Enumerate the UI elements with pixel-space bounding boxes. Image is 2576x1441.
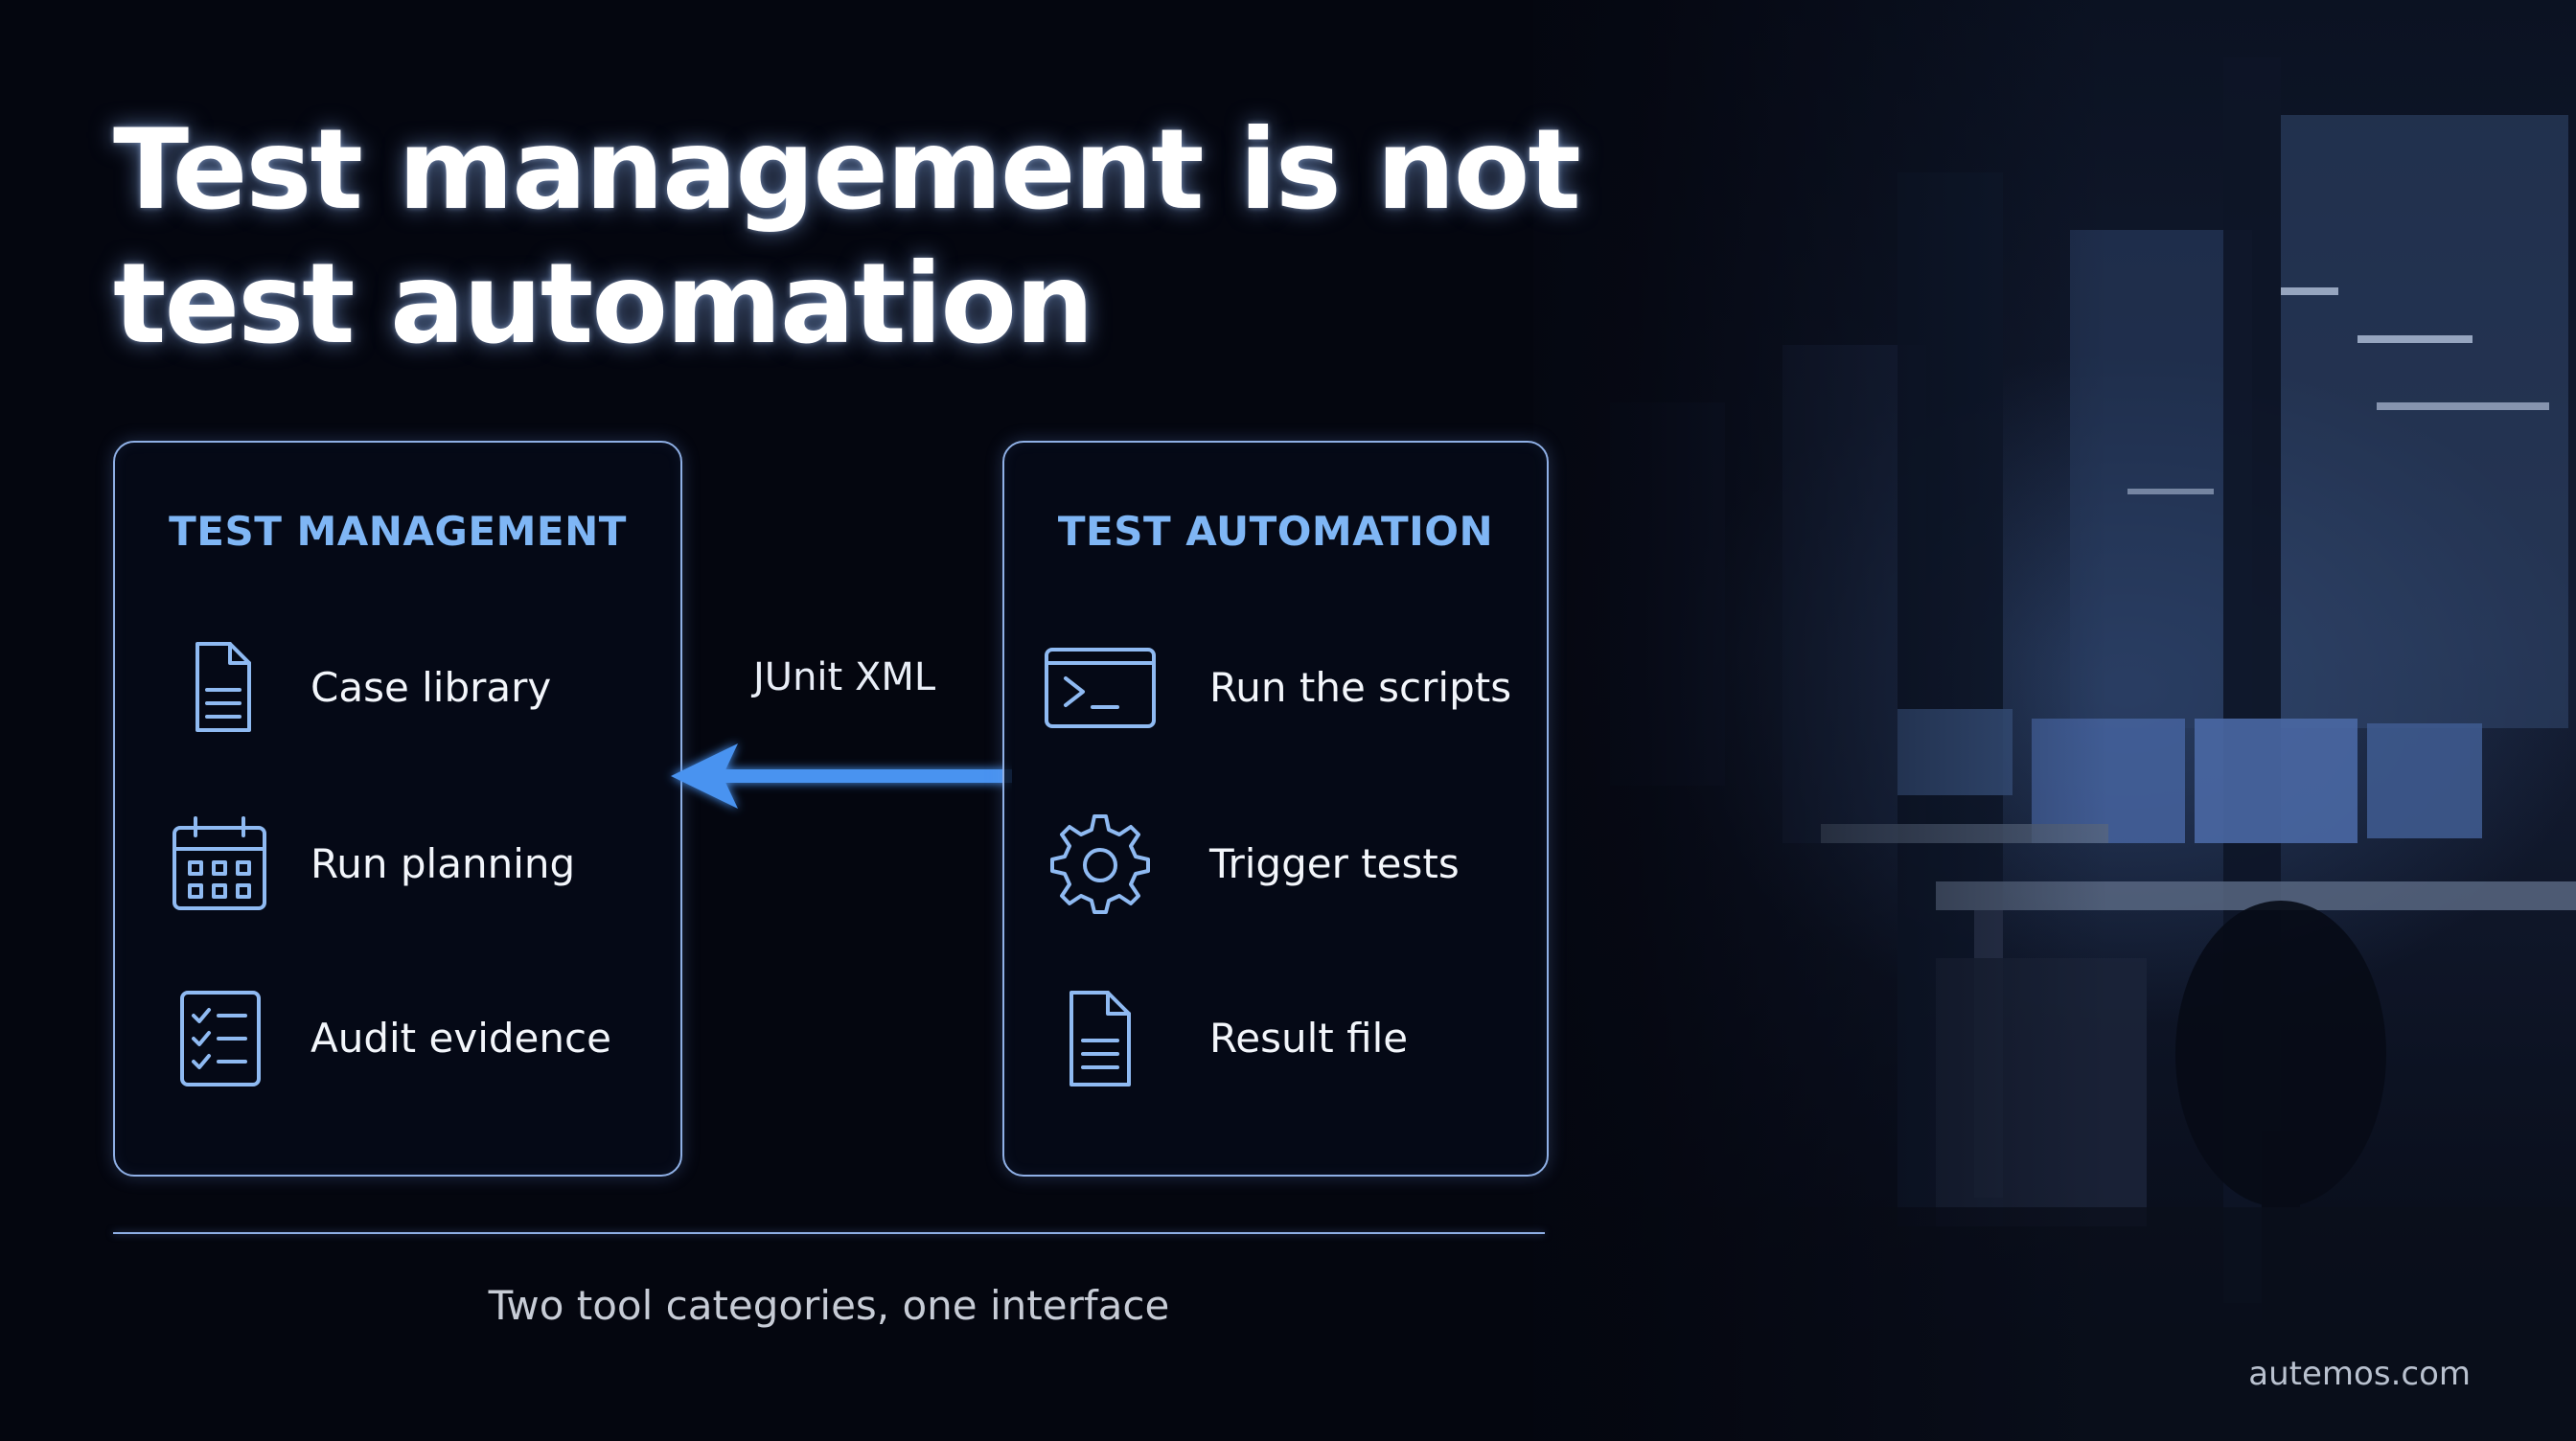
audit-evidence-label: Audit evidence xyxy=(310,1015,611,1062)
list-item-trigger-tests: Trigger tests xyxy=(1004,807,1547,922)
list-item-result-file: Result file xyxy=(1004,981,1547,1096)
title-line-1: Test management is not xyxy=(113,105,1581,235)
result-file-label: Result file xyxy=(1209,1015,1409,1062)
title-line-2: test automation xyxy=(113,240,1094,369)
document-icon xyxy=(161,630,276,745)
checklist-icon xyxy=(161,981,276,1096)
run-the-scripts-label: Run the scripts xyxy=(1209,664,1512,711)
test-management-panel: TEST MANAGEMENT Case library xyxy=(113,441,682,1177)
caption: Two tool categories, one interface xyxy=(488,1282,1170,1329)
junit-xml-label: JUnit XML xyxy=(753,655,936,699)
calendar-icon xyxy=(161,807,276,922)
run-planning-label: Run planning xyxy=(310,840,576,887)
office-background-photo xyxy=(1533,0,2576,1441)
junit-xml-arrow xyxy=(671,743,1012,809)
test-automation-panel: TEST AUTOMATION Run the scripts Trigger … xyxy=(1002,441,1549,1177)
list-item-run-the-scripts: Run the scripts xyxy=(1004,630,1547,745)
test-automation-heading: TEST AUTOMATION xyxy=(1057,508,1494,555)
case-library-label: Case library xyxy=(310,664,552,711)
trigger-tests-label: Trigger tests xyxy=(1209,840,1460,887)
brand-link[interactable]: autemos.com xyxy=(2248,1355,2471,1393)
list-item-case-library: Case library xyxy=(115,630,680,745)
result-document-icon xyxy=(1043,981,1158,1096)
gear-icon xyxy=(1043,807,1158,922)
terminal-icon xyxy=(1043,630,1158,745)
divider xyxy=(113,1232,1545,1234)
list-item-audit-evidence: Audit evidence xyxy=(115,981,680,1096)
list-item-run-planning: Run planning xyxy=(115,807,680,922)
page-title: Test management is not test automation xyxy=(113,103,1608,372)
test-management-heading: TEST MANAGEMENT xyxy=(169,508,627,555)
